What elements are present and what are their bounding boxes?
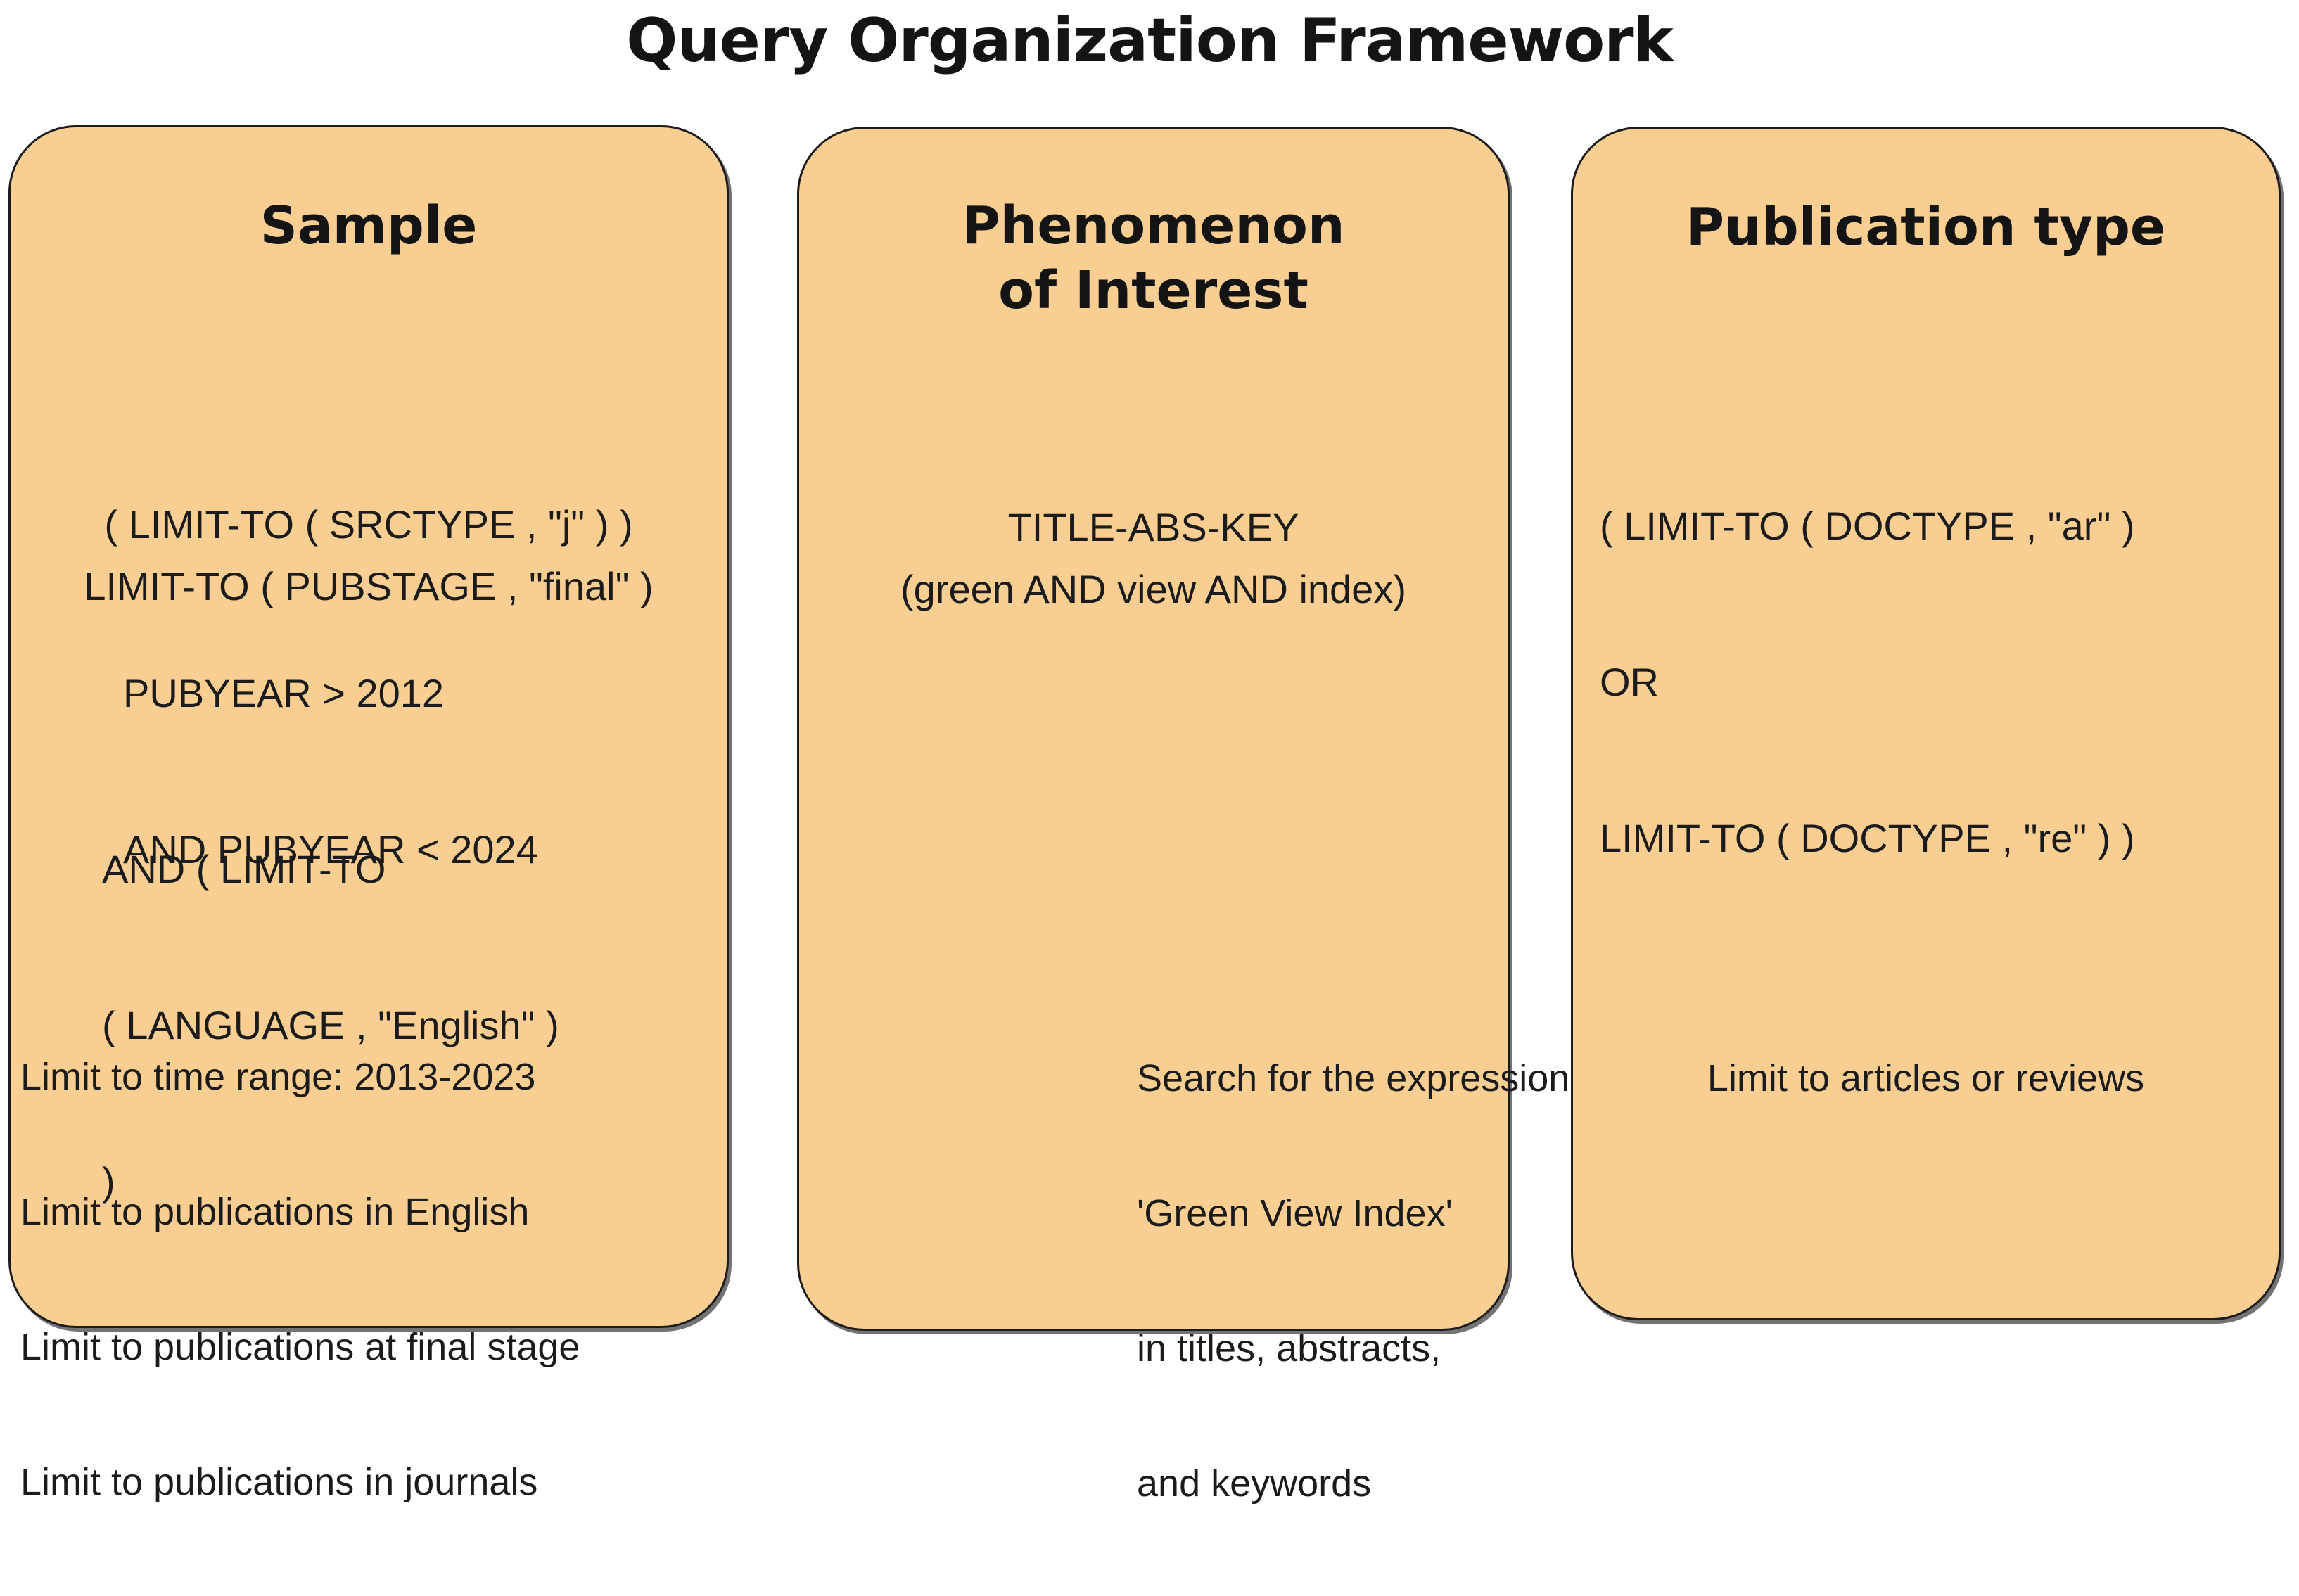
description-line: Limit to articles or reviews xyxy=(1707,1057,2145,1099)
query-line: PUBYEAR > 2012 xyxy=(123,671,445,715)
panel-phenomenon-description: Search for the expression 'Green View In… xyxy=(1137,966,1569,1596)
query-green-view-index: (green AND view AND index) xyxy=(799,459,1508,720)
page-title: Query Organization Framework xyxy=(626,6,1674,76)
query-line: OR xyxy=(1600,660,1659,704)
panel-publication-type: Publication type ( LIMIT-TO ( DOCTYPE , … xyxy=(1571,127,2281,1320)
query-line: ( LANGUAGE , "English" ) xyxy=(102,1003,559,1047)
description-line: Limit to publications in English xyxy=(20,1191,530,1233)
panel-phenomenon-of-interest: Phenomenon of Interest TITLE-ABS-KEY (gr… xyxy=(797,127,1569,1505)
query-line: ( LIMIT-TO ( SRCTYPE , "j" ) ) xyxy=(104,502,633,547)
panel-phenomenon-heading: Phenomenon of Interest xyxy=(799,193,1508,323)
description-line: Search for the expression xyxy=(1137,1057,1570,1099)
panel-publication-description: Limit to articles or reviews xyxy=(1573,966,2279,1191)
panel-publication-heading: Publication type xyxy=(1686,197,2166,257)
description-line: Limit to time range: 2013-2023 xyxy=(20,1056,536,1098)
query-line: AND PUBYEAR < 2024 xyxy=(123,827,538,872)
query-line: ) xyxy=(102,1159,115,1204)
description-line: and keywords xyxy=(1137,1462,1372,1505)
panel-sample-heading: Sample xyxy=(260,196,478,256)
query-language: AND ( LIMIT-TO ( LANGUAGE , "English" ) … xyxy=(102,739,559,1312)
query-pubstage: LIMIT-TO ( PUBSTAGE , "final" ) xyxy=(11,457,727,717)
description-line: Limit to publications in journals xyxy=(20,1461,538,1503)
query-line: (green AND view AND index) xyxy=(900,567,1406,611)
query-pubyear: PUBYEAR > 2012 AND PUBYEAR < 2024 xyxy=(123,563,538,980)
query-srctype: ( LIMIT-TO ( SRCTYPE , "j" ) ) xyxy=(11,395,727,655)
query-line: TITLE-ABS-KEY xyxy=(1007,505,1299,549)
query-title-abs-key: TITLE-ABS-KEY xyxy=(799,397,1508,658)
query-line: AND ( LIMIT-TO xyxy=(102,847,386,891)
query-line: LIMIT-TO ( PUBSTAGE , "final" ) xyxy=(84,564,654,608)
panel-sample-description: Limit to time range: 2013-2023 Limit to … xyxy=(20,964,580,1595)
description-line: 'Green View Index' xyxy=(1137,1192,1453,1234)
description-line: Limit to publications at final stage xyxy=(20,1326,580,1368)
panel-heading-line: of Interest xyxy=(998,260,1308,321)
panel-sample: Sample ( LIMIT-TO ( SRCTYPE , "j" ) ) LI… xyxy=(8,125,729,1503)
query-line: ( LIMIT-TO ( DOCTYPE , "ar" ) xyxy=(1600,504,2135,548)
query-doctype: ( LIMIT-TO ( DOCTYPE , "ar" ) OR LIMIT-T… xyxy=(1600,396,2135,969)
description-line: in titles, abstracts, xyxy=(1137,1327,1441,1370)
panel-heading-line: Phenomenon xyxy=(962,196,1345,256)
query-line: LIMIT-TO ( DOCTYPE , "re" ) ) xyxy=(1600,816,2135,860)
